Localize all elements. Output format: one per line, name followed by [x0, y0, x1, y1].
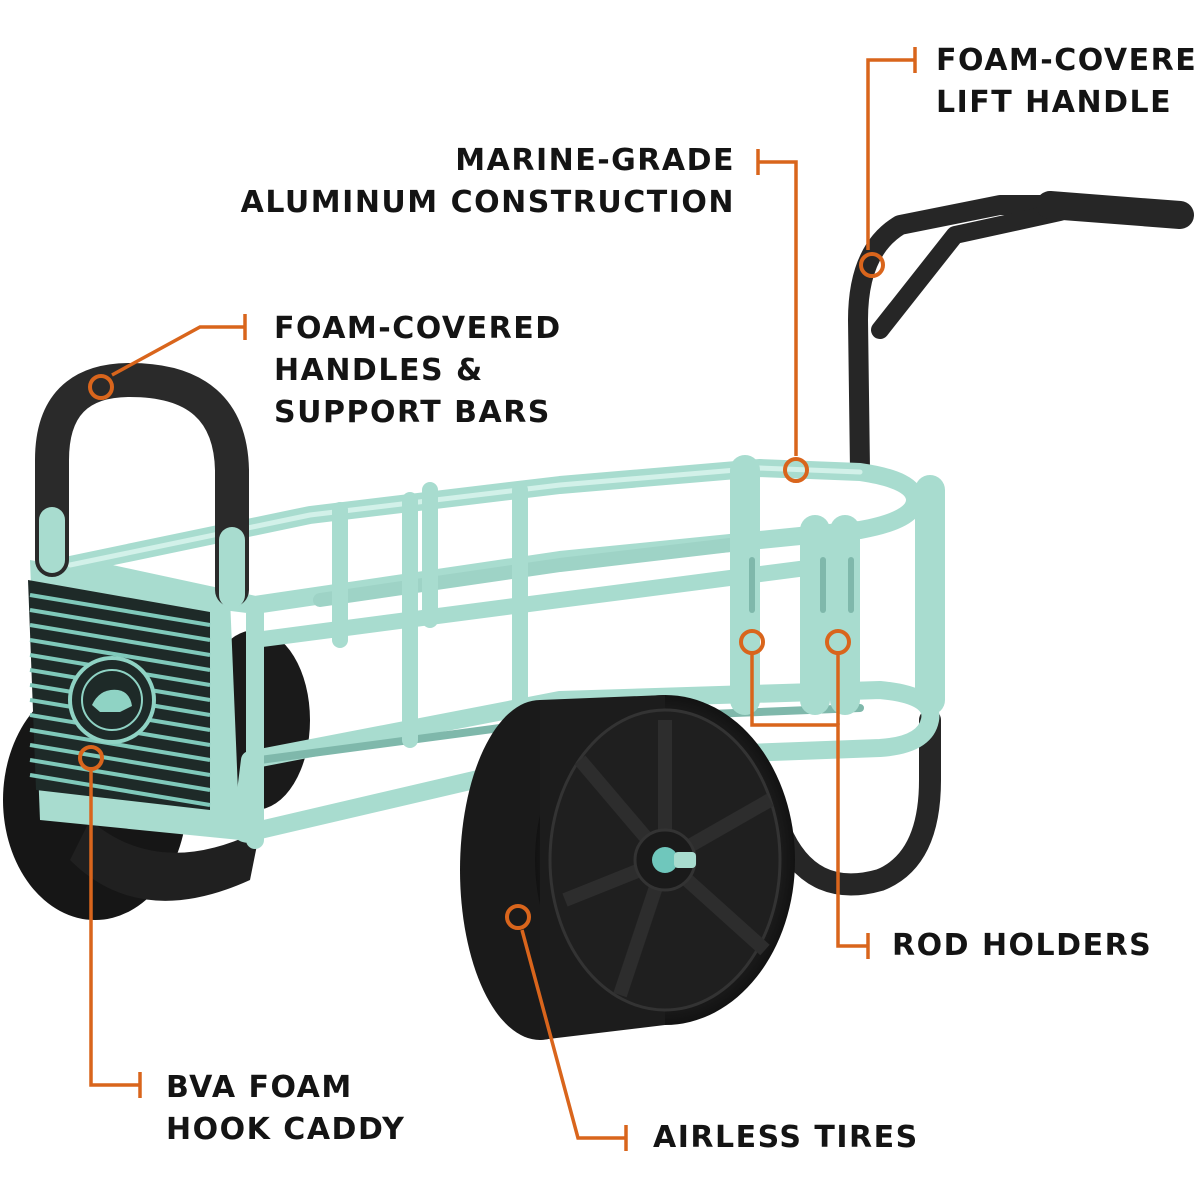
callout-hook-caddy-line1: BVA FOAM	[166, 1070, 353, 1105]
callout-hook-caddy: BVA FOAM HOOK CADDY	[166, 1067, 405, 1151]
callout-aluminum-line1: MARINE-GRADE	[455, 143, 735, 178]
cart-frame	[61, 455, 945, 849]
callout-handles-line1: FOAM-COVERED	[274, 311, 562, 346]
callout-handles-line2: HANDLES &	[274, 353, 484, 388]
callout-lines	[78, 47, 917, 1151]
callout-tires-line1: AIRLESS TIRES	[653, 1120, 919, 1155]
callout-lift-handle: FOAM-COVERED LIFT HANDLE	[936, 40, 1200, 124]
front-right-wheel	[460, 695, 795, 1040]
callout-lift-handle-line2: LIFT HANDLE	[936, 85, 1173, 120]
callout-lift-handle-line1: FOAM-COVERED	[936, 43, 1200, 78]
callout-hook-caddy-line2: HOOK CADDY	[166, 1112, 406, 1147]
callout-handles-line3: SUPPORT BARS	[274, 395, 551, 430]
hook-caddy-panel	[28, 560, 240, 840]
callout-aluminum-line2: ALUMINUM CONSTRUCTION	[240, 185, 735, 220]
callout-rod-holders: ROD HOLDERS	[892, 925, 1152, 967]
callout-tires: AIRLESS TIRES	[653, 1117, 919, 1159]
callout-rod-holders-line1: ROD HOLDERS	[892, 928, 1153, 963]
lift-handle	[769, 191, 1194, 896]
front-handle	[35, 362, 249, 608]
callout-handles: FOAM-COVERED HANDLES & SUPPORT BARS	[274, 308, 562, 434]
callout-aluminum: MARINE-GRADE ALUMINUM CONSTRUCTION	[241, 140, 735, 224]
